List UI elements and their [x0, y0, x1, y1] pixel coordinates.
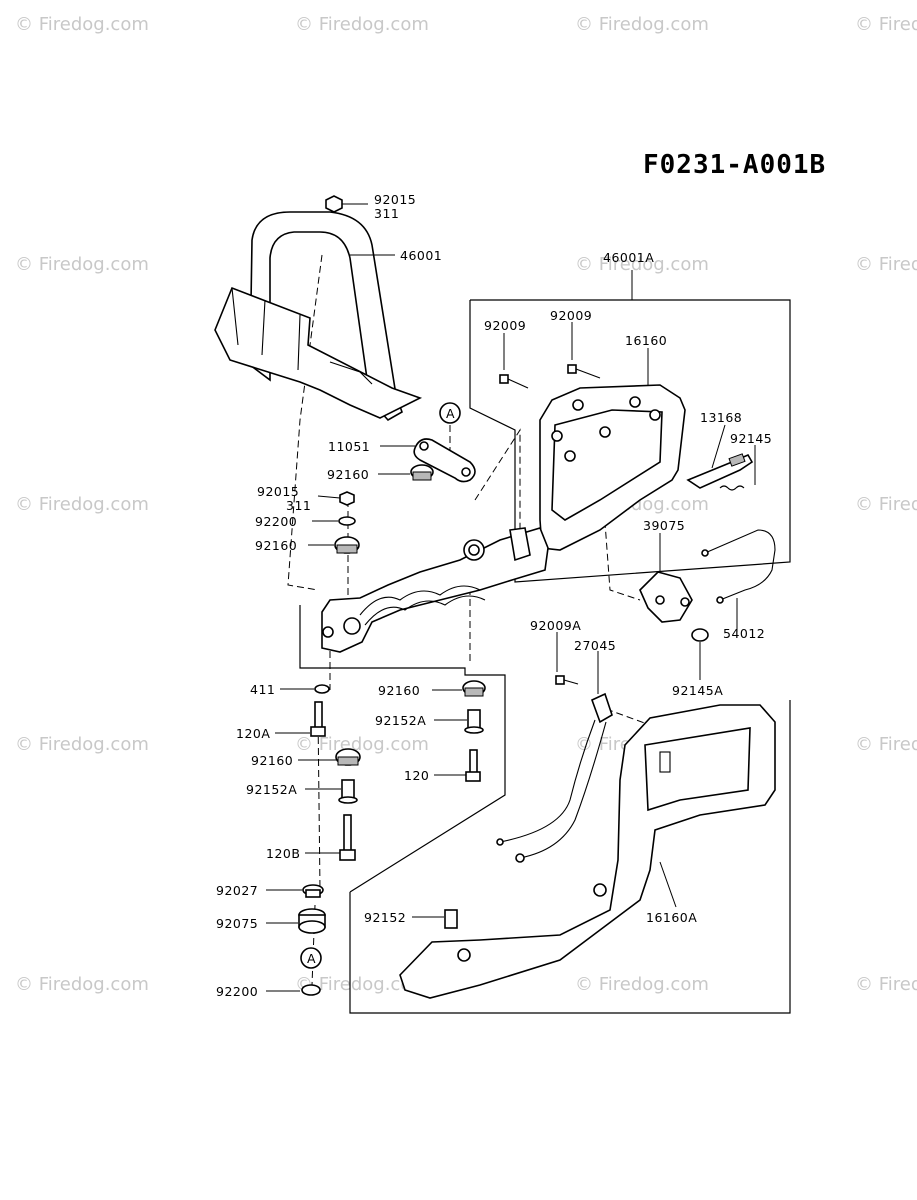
bushing-92145A	[691, 628, 709, 642]
part-label-120B: 120B	[266, 846, 300, 861]
watermark: © Firedog.com	[855, 974, 917, 995]
part-label-311: 311	[374, 206, 399, 221]
watermark: © Firedog.com	[295, 974, 429, 995]
part-label-92160: 92160	[378, 683, 420, 698]
loop-handle-46001	[214, 211, 423, 422]
part-label-92160: 92160	[327, 467, 369, 482]
part-label-92160: 92160	[255, 538, 297, 553]
reference-marker-a-bottom: A	[300, 947, 322, 969]
watermark: © Firedog.com	[855, 734, 917, 755]
part-label-16160A: 16160A	[646, 910, 697, 925]
switch-27045	[496, 692, 613, 863]
part-label-46001: 46001	[400, 248, 442, 263]
part-labels: 92015 311 46001 46001A 92009 92009 16160…	[216, 192, 772, 999]
spacer-11051	[413, 438, 476, 483]
reference-marker-a-top: A	[439, 402, 461, 424]
damper-92160-b	[334, 536, 360, 554]
part-label-27045: 27045	[574, 638, 616, 653]
part-label-92015: 92015	[374, 192, 416, 207]
part-label-311: 311	[286, 498, 311, 513]
watermark: © Firedog.com	[295, 734, 429, 755]
part-label-46001A: 46001A	[603, 250, 654, 265]
watermark: © Firedog.com	[855, 14, 917, 35]
screw-92009-b	[567, 364, 601, 379]
watermark: © Firedog.com	[15, 494, 149, 515]
part-label-92075: 92075	[216, 916, 258, 931]
part-label-92009A: 92009A	[530, 618, 581, 633]
bolt-120B	[339, 814, 356, 861]
grommet-92075	[298, 908, 326, 934]
washer-92200-top	[338, 516, 356, 526]
damper-92160-d	[335, 748, 361, 766]
spring-92145	[719, 485, 745, 491]
watermark: © Firedog.com	[15, 14, 149, 35]
part-label-411: 411	[250, 682, 275, 697]
lever-13168	[686, 453, 754, 489]
part-label-92145A: 92145A	[672, 683, 723, 698]
nut-92015-top	[325, 195, 343, 213]
watermark: © Firedog.com	[15, 974, 149, 995]
damper-92160-a	[410, 464, 434, 481]
part-label-92027: 92027	[216, 883, 258, 898]
watermark: © Firedog.com	[15, 734, 149, 755]
part-label-39075: 39075	[643, 518, 685, 533]
part-label-13168: 13168	[700, 410, 742, 425]
diagram-code: F0231-A001B	[643, 150, 827, 180]
leader-lines	[266, 203, 756, 992]
watermark: © Firedog.com	[15, 254, 149, 275]
part-label-16160: 16160	[625, 333, 667, 348]
part-label-92200: 92200	[216, 984, 258, 999]
part-label-92145: 92145	[730, 431, 772, 446]
reference-marker-a-label: A	[307, 951, 316, 966]
watermark-layer: © Firedog.com © Firedog.com © Firedog.co…	[15, 14, 917, 995]
reference-marker-a-label: A	[446, 406, 455, 421]
part-label-54012: 54012	[723, 626, 765, 641]
part-label-92152: 92152	[364, 910, 406, 925]
assembly-box-46001A	[469, 270, 791, 583]
washer-92200-bottom	[301, 984, 321, 996]
part-label-120: 120	[404, 768, 429, 783]
cable-54012	[701, 529, 776, 604]
watermark: © Firedog.com	[295, 14, 429, 35]
watermark: © Firedog.com	[855, 494, 917, 515]
part-label-92160: 92160	[251, 753, 293, 768]
part-label-11051: 11051	[328, 439, 370, 454]
collar-92152A-a	[464, 709, 484, 734]
watermark: © Firedog.com	[575, 14, 709, 35]
part-label-92009: 92009	[550, 308, 592, 323]
bolt-120	[465, 749, 481, 782]
bolt-120A	[310, 701, 326, 737]
part-label-92015: 92015	[257, 484, 299, 499]
part-label-92152A: 92152A	[375, 713, 426, 728]
assembly-box-16160A	[299, 605, 791, 1014]
grommet-92027	[302, 884, 324, 898]
screw-92009A	[555, 675, 579, 685]
part-label-120A: 120A	[236, 726, 270, 741]
watermark: © Firedog.com	[575, 974, 709, 995]
switch-39075	[639, 571, 693, 623]
watermark: © Firedog.com	[575, 254, 709, 275]
nut-92015-mid	[339, 491, 355, 506]
washer-411	[314, 684, 330, 694]
watermark: © Firedog.com	[855, 254, 917, 275]
part-label-92152A: 92152A	[246, 782, 297, 797]
rear-handle-16160A	[399, 704, 776, 999]
collar-92152A-b	[338, 779, 358, 804]
collar-92152	[444, 909, 458, 929]
screw-92009-a	[499, 374, 529, 389]
damper-92160-c	[462, 680, 486, 697]
part-label-92009: 92009	[484, 318, 526, 333]
part-label-92200: 92200	[255, 514, 297, 529]
main-frame	[321, 527, 549, 653]
